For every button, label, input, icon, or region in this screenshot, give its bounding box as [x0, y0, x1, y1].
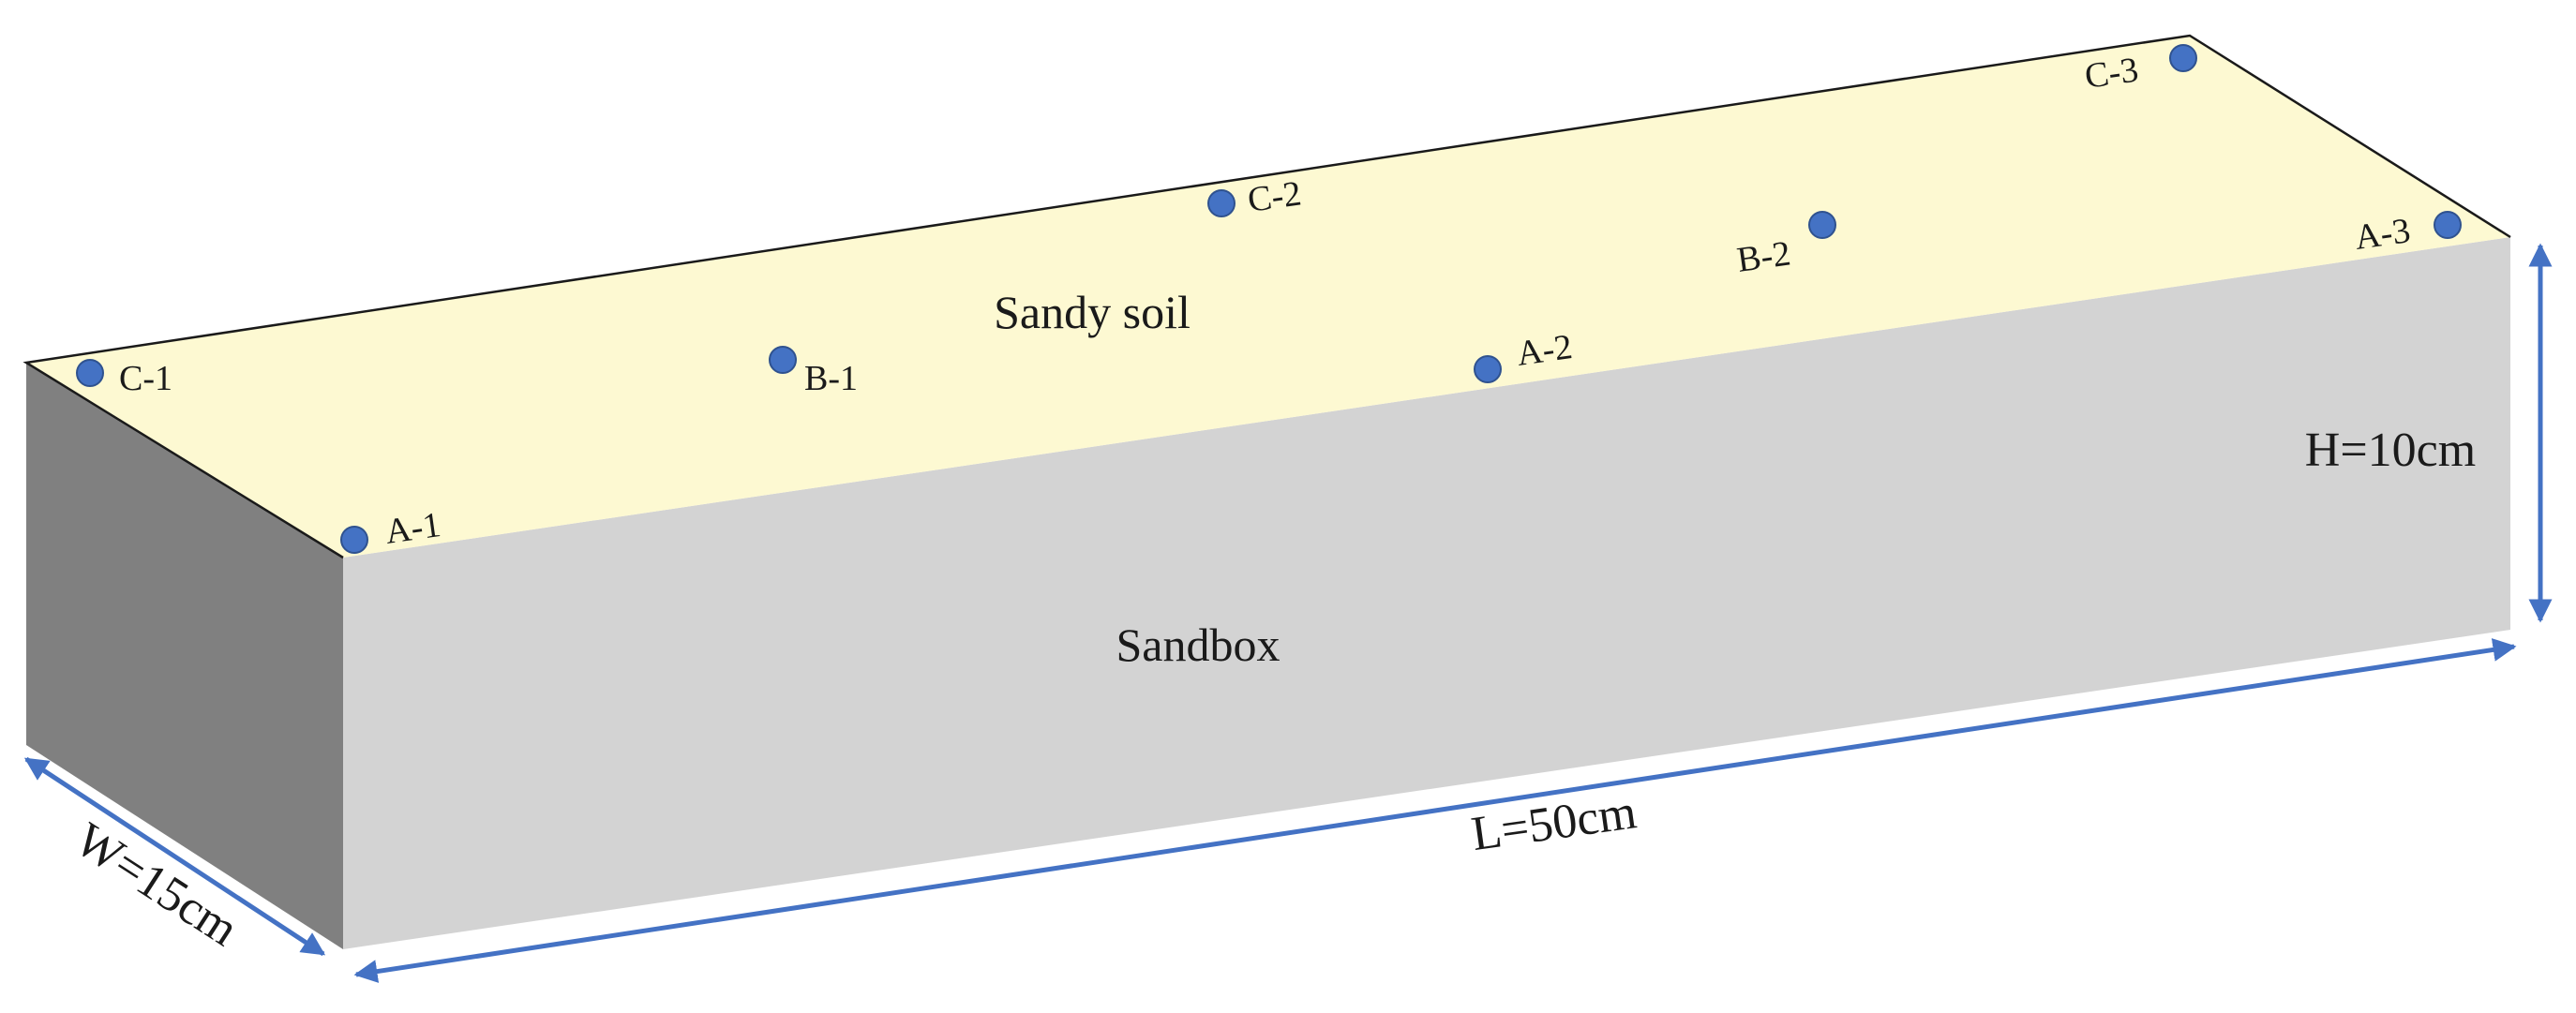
point-label: A-3 — [2352, 211, 2412, 258]
point-C-2: C-2 — [1207, 173, 1304, 220]
point-marker — [76, 359, 104, 387]
height-dimension-label: H=10cm — [2305, 424, 2476, 477]
point-B-2: B-2 — [1734, 211, 1836, 280]
point-label: B-2 — [1734, 233, 1792, 280]
point-label: C-1 — [119, 359, 172, 398]
point-marker — [2169, 44, 2197, 72]
length-dimension-arrow — [353, 638, 2517, 983]
point-marker — [769, 346, 797, 374]
point-label: A-2 — [1514, 327, 1574, 374]
point-B-1: B-1 — [769, 346, 858, 398]
monitoring-points: C-1 B-1 A-1 C-2 A-2 B-2 C-3 A-3 — [76, 44, 2462, 554]
point-A-2: A-2 — [1474, 327, 1575, 383]
point-label: B-1 — [804, 359, 858, 398]
point-marker — [1474, 355, 1502, 383]
point-label: C-2 — [1245, 173, 1303, 220]
top-face — [26, 36, 2510, 558]
point-A-1: A-1 — [340, 505, 443, 554]
point-C-1: C-1 — [76, 359, 172, 398]
point-marker — [1207, 189, 1236, 217]
point-A-3: A-3 — [2352, 211, 2462, 258]
point-label: C-3 — [2082, 50, 2140, 97]
point-label: A-1 — [382, 505, 442, 552]
length-dimension-label: L=50cm — [1468, 785, 1640, 861]
point-marker — [2434, 211, 2462, 239]
point-C-3: C-3 — [2082, 44, 2197, 97]
point-marker — [1808, 211, 1836, 239]
sandbox-label: Sandbox — [1116, 618, 1281, 671]
sandy-soil-label: Sandy soil — [994, 286, 1191, 338]
width-dimension-arrow — [23, 756, 326, 957]
point-marker — [340, 526, 368, 554]
top-face-edge — [22, 34, 2511, 559]
